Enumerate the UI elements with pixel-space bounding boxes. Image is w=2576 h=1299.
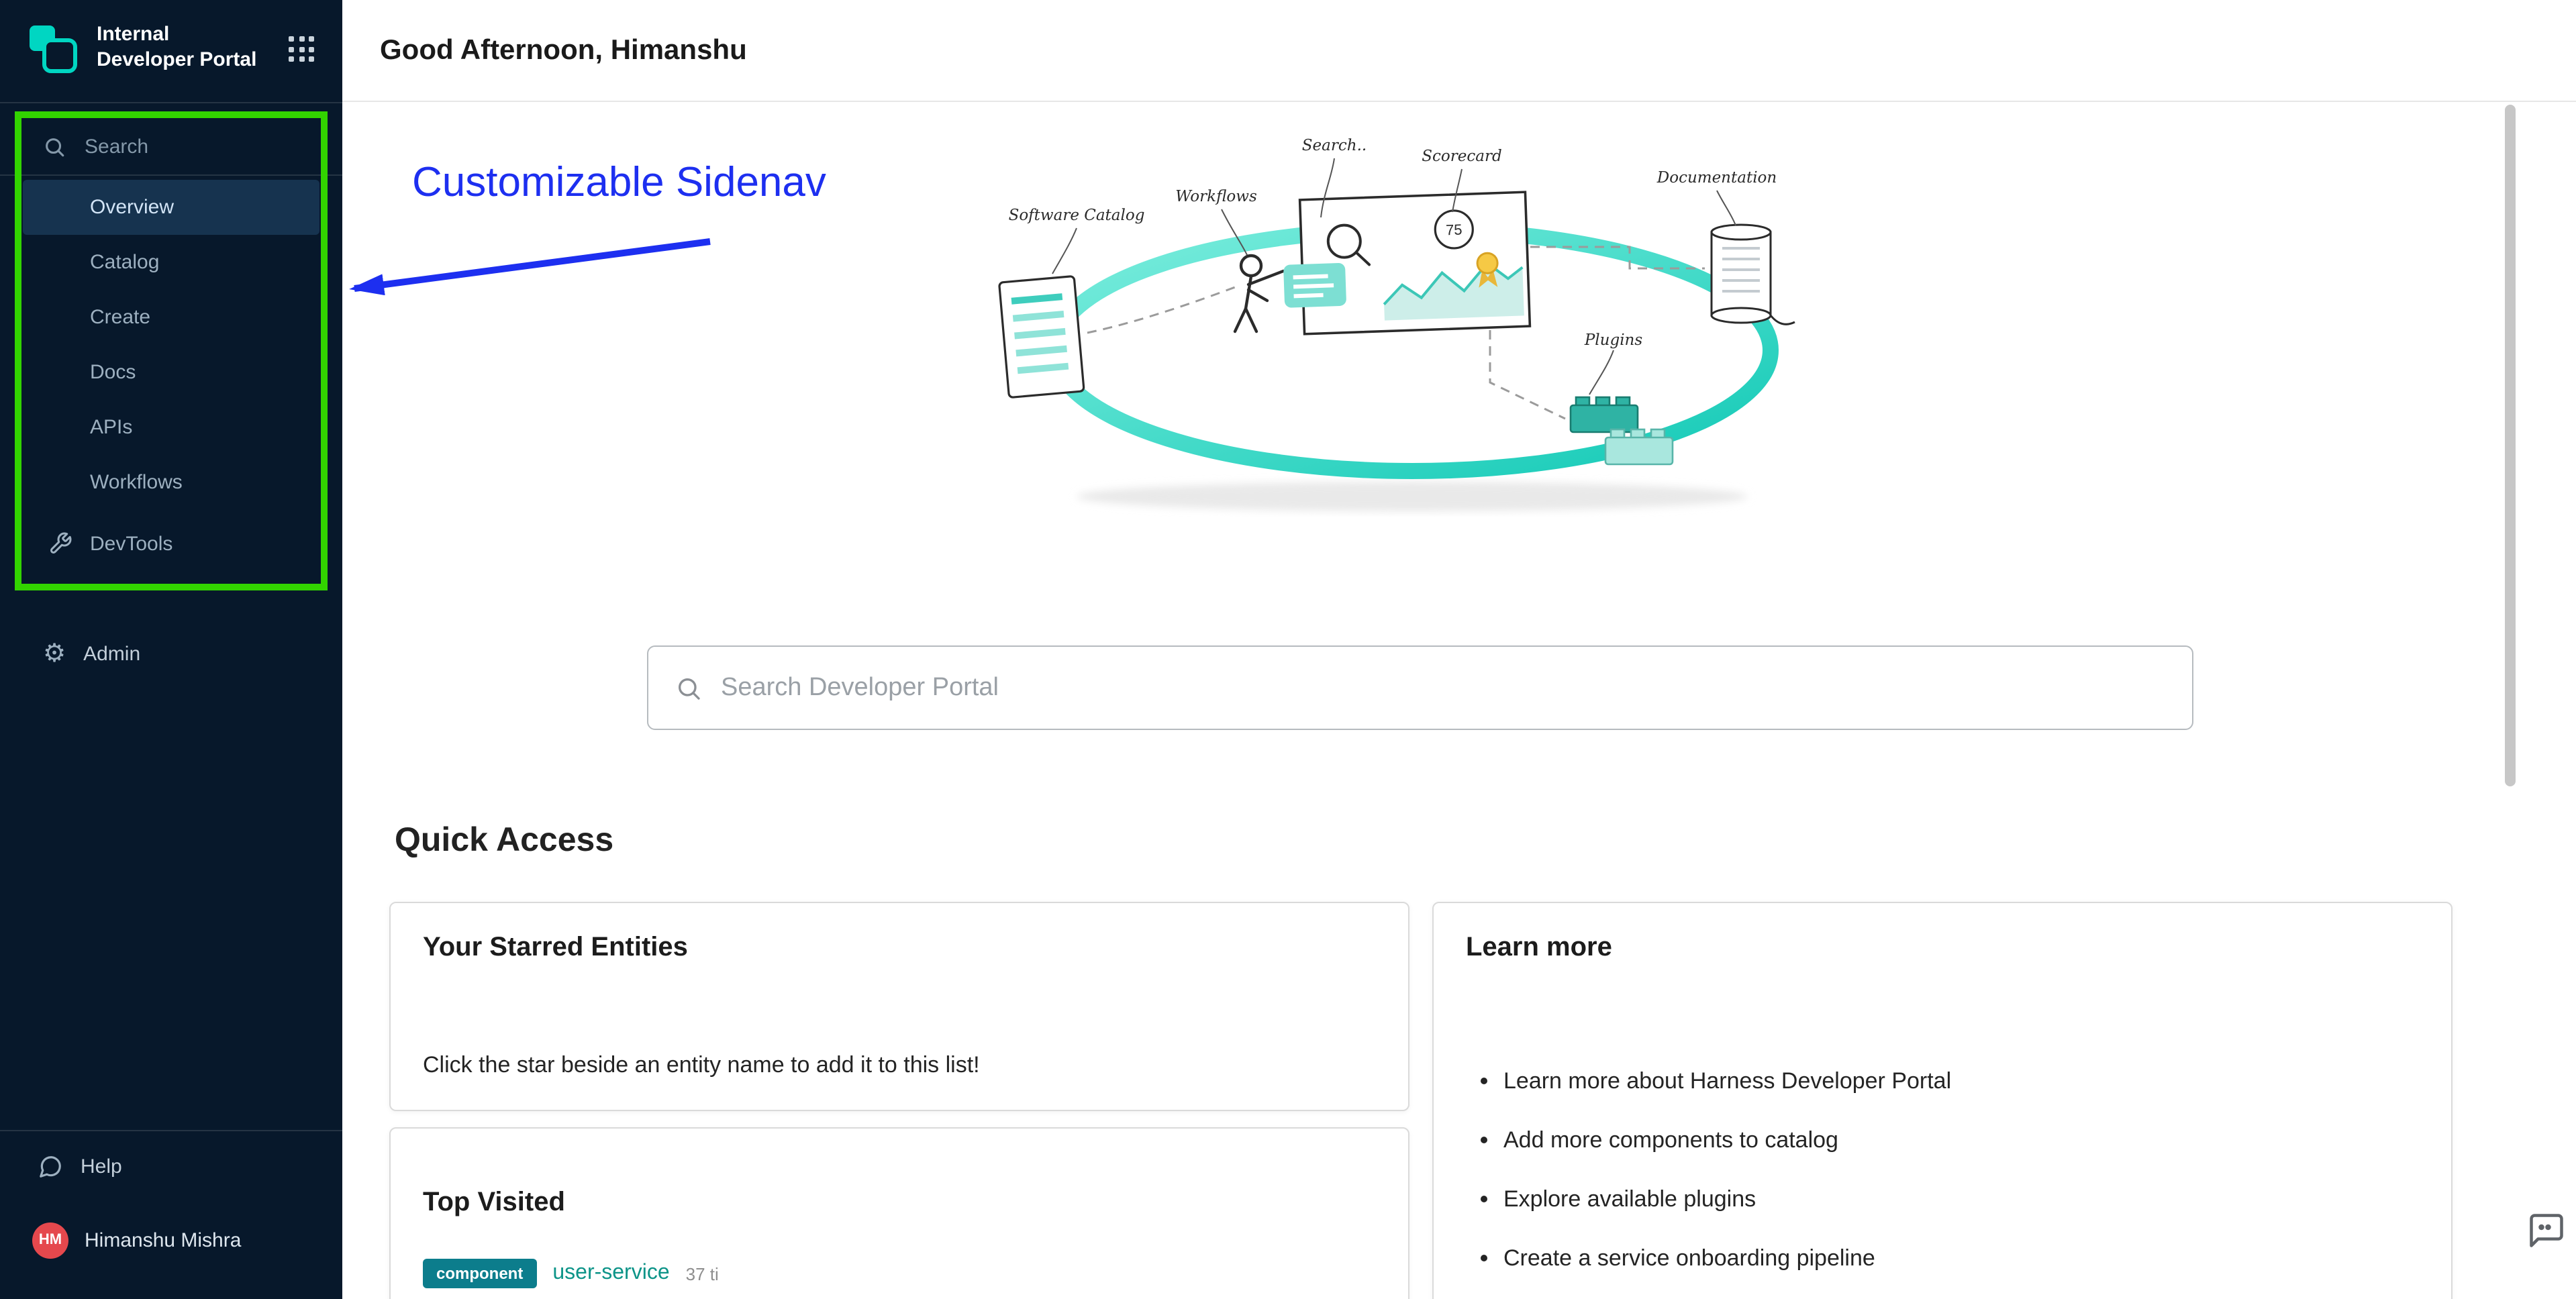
sidenav-items: Overview Catalog Create Docs APIs Workfl… xyxy=(23,180,319,510)
learn-more-title: Learn more xyxy=(1466,933,1612,962)
top-visited-card: Top Visited component user-service 37 ti xyxy=(389,1127,1409,1299)
divider xyxy=(0,174,342,176)
illustration-label-plugins: Plugins xyxy=(1584,331,1643,349)
sidebar-item-workflows[interactable]: Workflows xyxy=(90,471,183,494)
entity-link[interactable]: user-service xyxy=(552,1261,670,1284)
page-header: Good Afternoon, Himanshu xyxy=(342,0,2576,102)
learn-more-list: Learn more about Harness Developer Porta… xyxy=(1466,1068,2419,1272)
brand[interactable]: Internal Developer Portal xyxy=(21,17,268,79)
illustration-label-software-catalog: Software Catalog xyxy=(1009,207,1145,224)
divider xyxy=(0,102,342,103)
label-pointers xyxy=(1052,158,1736,395)
person-figure xyxy=(1233,254,1285,333)
learn-more-link[interactable]: Learn more about Harness Developer Porta… xyxy=(1503,1068,2419,1095)
sidebar-search[interactable]: Search xyxy=(0,118,342,174)
kind-badge: component xyxy=(423,1259,537,1288)
starred-entities-card: Your Starred Entities Click the star bes… xyxy=(389,902,1409,1111)
sidenav: Internal Developer Portal Search Overvie… xyxy=(0,0,342,1299)
visit-count: 37 ti xyxy=(685,1263,719,1284)
annotation-label: Customizable Sidenav xyxy=(412,158,826,205)
search-icon xyxy=(46,138,64,156)
portal-search xyxy=(647,645,2193,730)
search-icon xyxy=(678,678,700,699)
sidebar-search-label: Search xyxy=(85,135,149,158)
illustration-label-documentation: Documentation xyxy=(1656,169,1777,187)
gear-icon: ⚙ xyxy=(43,638,66,668)
admin-label: Admin xyxy=(83,642,141,665)
documentation-scroll xyxy=(1710,223,1795,325)
module-switcher-icon[interactable] xyxy=(289,36,315,63)
sidebar-item-devtools[interactable]: DevTools xyxy=(0,515,342,572)
sidebar-item-catalog[interactable]: Catalog xyxy=(90,251,160,274)
divider xyxy=(0,1130,342,1131)
learn-more-card: Learn more Learn more about Harness Deve… xyxy=(1432,902,2453,1299)
user-profile[interactable]: HM Himanshu Mishra xyxy=(0,1210,342,1269)
vertical-scrollbar[interactable] xyxy=(2505,105,2516,786)
illustration-label-scorecard: Scorecard xyxy=(1422,148,1501,165)
wrench-icon xyxy=(50,532,72,554)
dashboard-board: 75 xyxy=(1283,191,1532,335)
help-chat-icon xyxy=(40,1155,61,1177)
learn-more-link[interactable]: Create a service onboarding pipeline xyxy=(1503,1245,2419,1272)
illustration-label-search: Search.. xyxy=(1302,137,1367,154)
sidebar-item-overview[interactable]: Overview xyxy=(23,180,319,235)
sidebar-item-help[interactable]: Help xyxy=(0,1138,342,1194)
learn-more-link[interactable]: Add more components to catalog xyxy=(1503,1127,2419,1154)
learn-more-link[interactable]: Explore available plugins xyxy=(1503,1186,2419,1213)
avatar: HM xyxy=(32,1222,68,1258)
dashed-connectors xyxy=(1087,246,1705,420)
hero-illustration: 75 xyxy=(998,137,1795,511)
top-visited-row: component user-service 37 ti xyxy=(423,1259,1376,1288)
illustration-shadow xyxy=(1077,482,1748,511)
brand-title: Internal Developer Portal xyxy=(97,23,257,72)
plugin-bricks xyxy=(1569,396,1674,466)
user-name: Himanshu Mishra xyxy=(85,1229,242,1251)
scorecard-value: 75 xyxy=(1446,221,1463,239)
devtools-label: DevTools xyxy=(90,532,173,555)
help-label: Help xyxy=(81,1155,122,1178)
sidebar-item-docs[interactable]: Docs xyxy=(90,361,136,384)
search-input[interactable] xyxy=(721,673,2165,703)
sidebar-item-admin[interactable]: ⚙ Admin xyxy=(0,625,342,682)
starred-entities-empty-text: Click the star beside an entity name to … xyxy=(423,1052,980,1078)
catalog-panel xyxy=(998,275,1085,399)
greeting-title: Good Afternoon, Himanshu xyxy=(380,34,747,65)
sidebar-item-apis[interactable]: APIs xyxy=(90,416,133,439)
quick-access-title: Quick Access xyxy=(395,821,614,859)
illustration-label-workflows: Workflows xyxy=(1175,188,1257,205)
sidebar-item-create[interactable]: Create xyxy=(90,306,151,329)
top-visited-title: Top Visited xyxy=(423,1188,565,1217)
support-chat-button[interactable] xyxy=(2526,1210,2567,1251)
idp-logo-icon xyxy=(30,25,77,73)
annotation-arrow-icon xyxy=(349,238,711,296)
starred-entities-title: Your Starred Entities xyxy=(423,933,688,962)
